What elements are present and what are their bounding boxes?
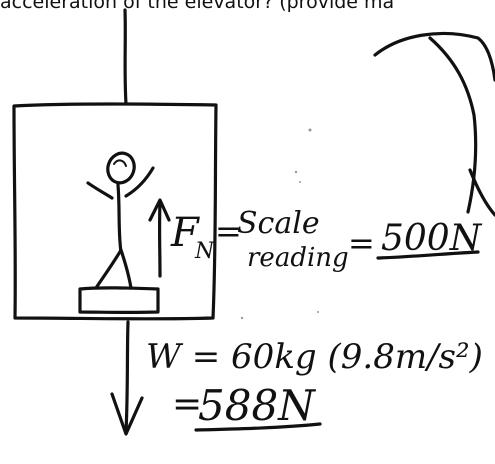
normal-force-symbol: F (170, 210, 200, 256)
elevator-box (12, 102, 218, 321)
smudges (240, 128, 319, 320)
weight-underline (194, 422, 322, 432)
equals-sign-3: = (172, 384, 202, 425)
equals-sign-2: = (348, 224, 375, 262)
equals-sign-1: = (215, 212, 242, 250)
figure-legs (94, 248, 133, 290)
stick-figure (86, 151, 155, 290)
scale-word: Scale (237, 206, 320, 241)
elevator-cable (123, 8, 128, 106)
reading-word: reading (247, 243, 349, 273)
question-text: acceleration of the elevator? (provide m… (0, 0, 395, 13)
figure-head (106, 151, 136, 185)
weight-arrow (110, 320, 144, 436)
weight-expression: W = 60kg (9.8m/s²) (146, 337, 483, 377)
figure-arms (86, 166, 155, 200)
partial-sketch (373, 31, 495, 217)
figure-head-inner (113, 159, 127, 167)
normal-force-arrow (148, 198, 171, 278)
scale-platform (78, 286, 160, 315)
figure-body (116, 183, 123, 254)
weight-value: 588N (198, 381, 316, 430)
normal-force-subscript: N (194, 239, 215, 264)
normal-force-underline (376, 250, 480, 260)
